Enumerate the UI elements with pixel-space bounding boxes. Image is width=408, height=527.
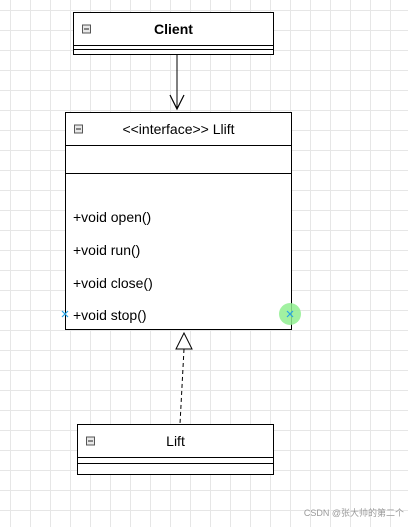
client-class-header[interactable]: Client	[74, 13, 273, 46]
lift-class-name: Lift	[166, 433, 185, 449]
interface-class-name: <<interface>> Llift	[122, 121, 235, 137]
interface-attributes-section[interactable]	[66, 146, 291, 174]
interface-operations-section[interactable]: +void open() +void run() +void close() +…	[66, 174, 291, 330]
operation-run[interactable]: +void run()	[73, 242, 141, 258]
lift-class-header[interactable]: Lift	[78, 425, 273, 458]
client-operations-section[interactable]	[74, 50, 273, 55]
client-attributes-section[interactable]	[74, 46, 273, 50]
operation-open[interactable]: +void open()	[73, 209, 152, 225]
watermark: CSDN @张大帅的第二个	[303, 508, 404, 518]
lift-attributes-section[interactable]	[78, 458, 273, 464]
association-connector[interactable]	[169, 55, 185, 111]
client-class-name: Client	[154, 21, 193, 37]
lift-class-box[interactable]: Lift	[77, 424, 274, 475]
lift-operations-section[interactable]	[78, 464, 273, 475]
collapse-icon[interactable]	[86, 436, 95, 446]
interface-class-header[interactable]: <<interface>> Llift	[66, 113, 291, 146]
arrow-icon	[169, 94, 185, 111]
realization-triangle-icon	[175, 331, 193, 350]
collapse-icon[interactable]	[82, 24, 91, 34]
interface-class-box[interactable]: <<interface>> Llift +void open() +void r…	[65, 112, 292, 330]
realization-connector[interactable]	[175, 331, 193, 425]
operation-stop[interactable]: +void stop()	[73, 307, 147, 323]
collapse-icon[interactable]	[74, 124, 83, 134]
client-class-box[interactable]: Client	[73, 12, 274, 55]
operation-close[interactable]: +void close()	[73, 275, 153, 291]
